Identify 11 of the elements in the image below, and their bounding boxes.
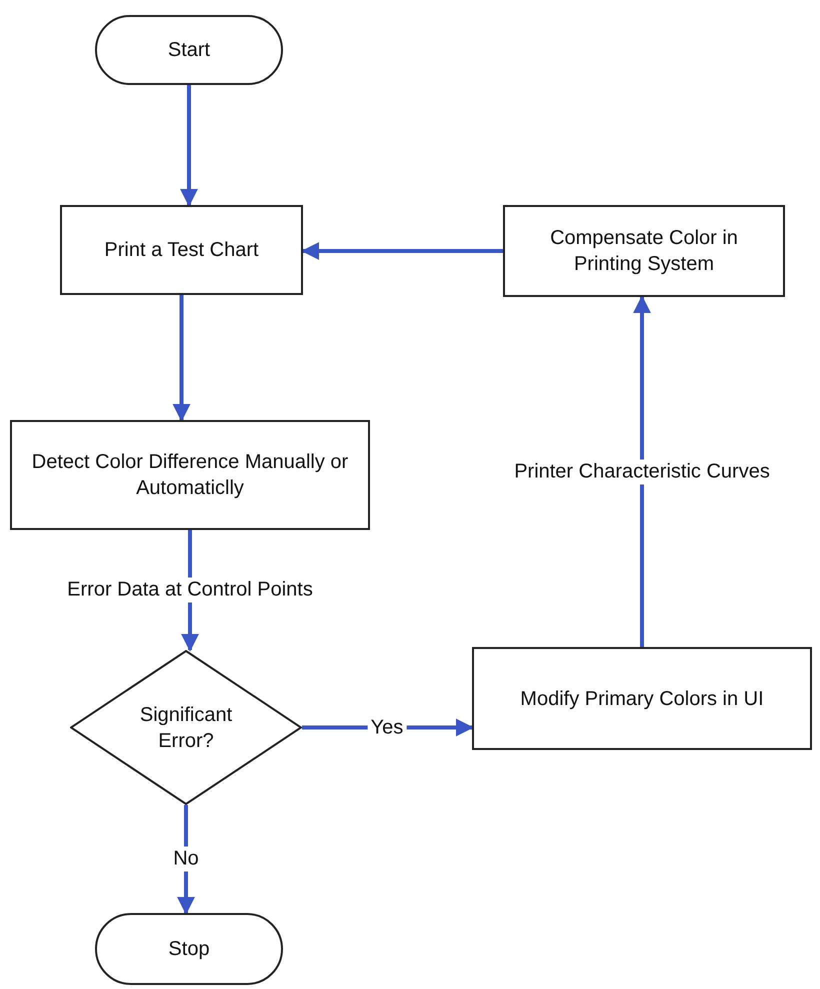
process-box: Compensate Color in Printing System xyxy=(503,205,785,297)
process-box: Detect Color Difference Manually or Automaticlly xyxy=(10,420,370,530)
arrow xyxy=(172,295,190,422)
arrow xyxy=(633,295,651,647)
process-box: Modify Primary Colors in UI xyxy=(472,647,812,750)
process-box: Print a Test Chart xyxy=(60,205,303,295)
terminal-box: Start xyxy=(95,15,283,85)
arrow xyxy=(301,242,503,260)
decision-diamond: Significant Error? xyxy=(70,650,302,805)
arrow xyxy=(180,85,198,207)
terminal-box: Stop xyxy=(95,913,283,985)
